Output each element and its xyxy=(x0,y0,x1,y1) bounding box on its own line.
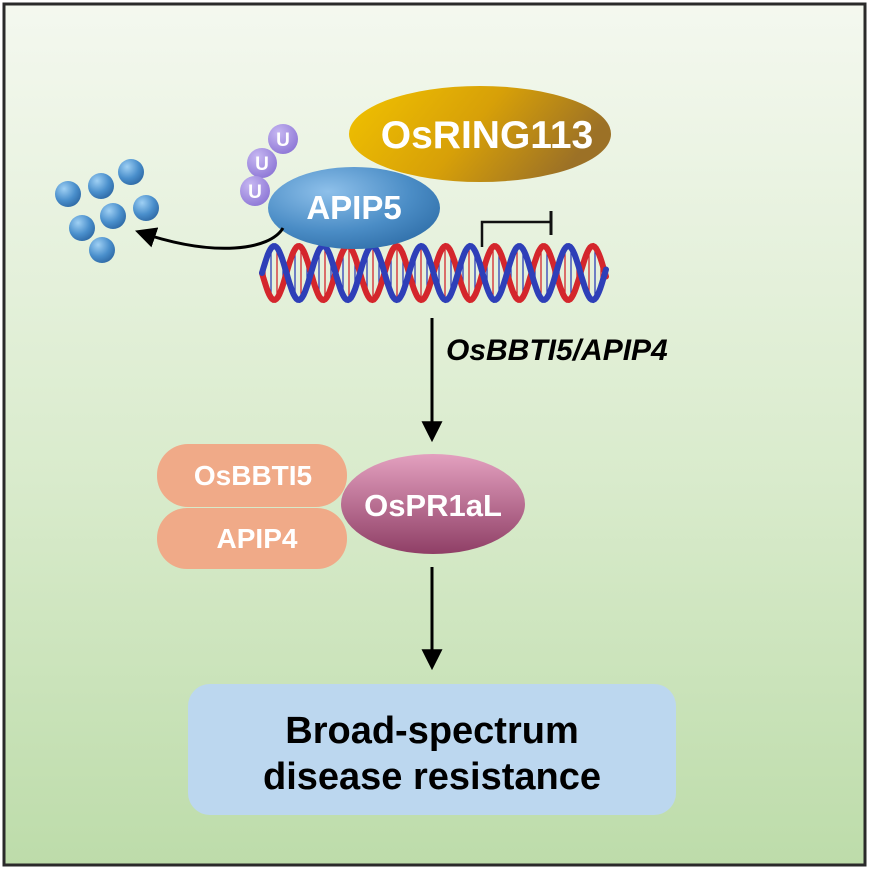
osring113-label: OsRING113 xyxy=(381,114,593,157)
fragment-sphere xyxy=(118,159,144,185)
fragment-sphere xyxy=(88,173,114,199)
ubiquitin-3 xyxy=(240,176,270,206)
dna-helix xyxy=(259,242,609,304)
apip4-protein xyxy=(157,508,347,569)
ubiquitin-2-label: U xyxy=(255,154,269,175)
apip5-label: APIP5 xyxy=(306,189,401,226)
ospr1al-protein xyxy=(341,454,525,554)
osbbti5-protein xyxy=(157,444,347,507)
apip4-label: APIP4 xyxy=(217,523,298,554)
dna-strand-blue xyxy=(259,242,609,304)
outcome-line-1: Broad-spectrum xyxy=(285,710,579,752)
apip5-protein xyxy=(268,167,440,249)
outcome-box xyxy=(188,684,676,815)
ubiquitin-2 xyxy=(247,148,277,178)
fragment-sphere xyxy=(69,215,95,241)
ubiquitin-1 xyxy=(268,124,298,154)
fragment-sphere xyxy=(100,203,126,229)
target-genes-label: OsBBTI5/APIP4 xyxy=(446,334,668,367)
degraded-fragments xyxy=(55,159,159,263)
fragment-sphere xyxy=(55,181,81,207)
fragment-sphere xyxy=(133,195,159,221)
repression-symbol xyxy=(480,220,551,247)
ubiquitin-3-label: U xyxy=(248,182,262,203)
osbbti5-label: OsBBTI5 xyxy=(194,460,312,491)
ubiquitin-1-label: U xyxy=(276,130,290,151)
osring113-protein xyxy=(349,86,611,182)
degradation-arrow xyxy=(135,227,285,250)
fragment-sphere xyxy=(89,237,115,263)
ospr1al-label: OsPR1aL xyxy=(364,488,502,523)
outcome-line-2: disease resistance xyxy=(263,756,601,798)
ubiquitin-chain: U U U xyxy=(240,124,298,206)
